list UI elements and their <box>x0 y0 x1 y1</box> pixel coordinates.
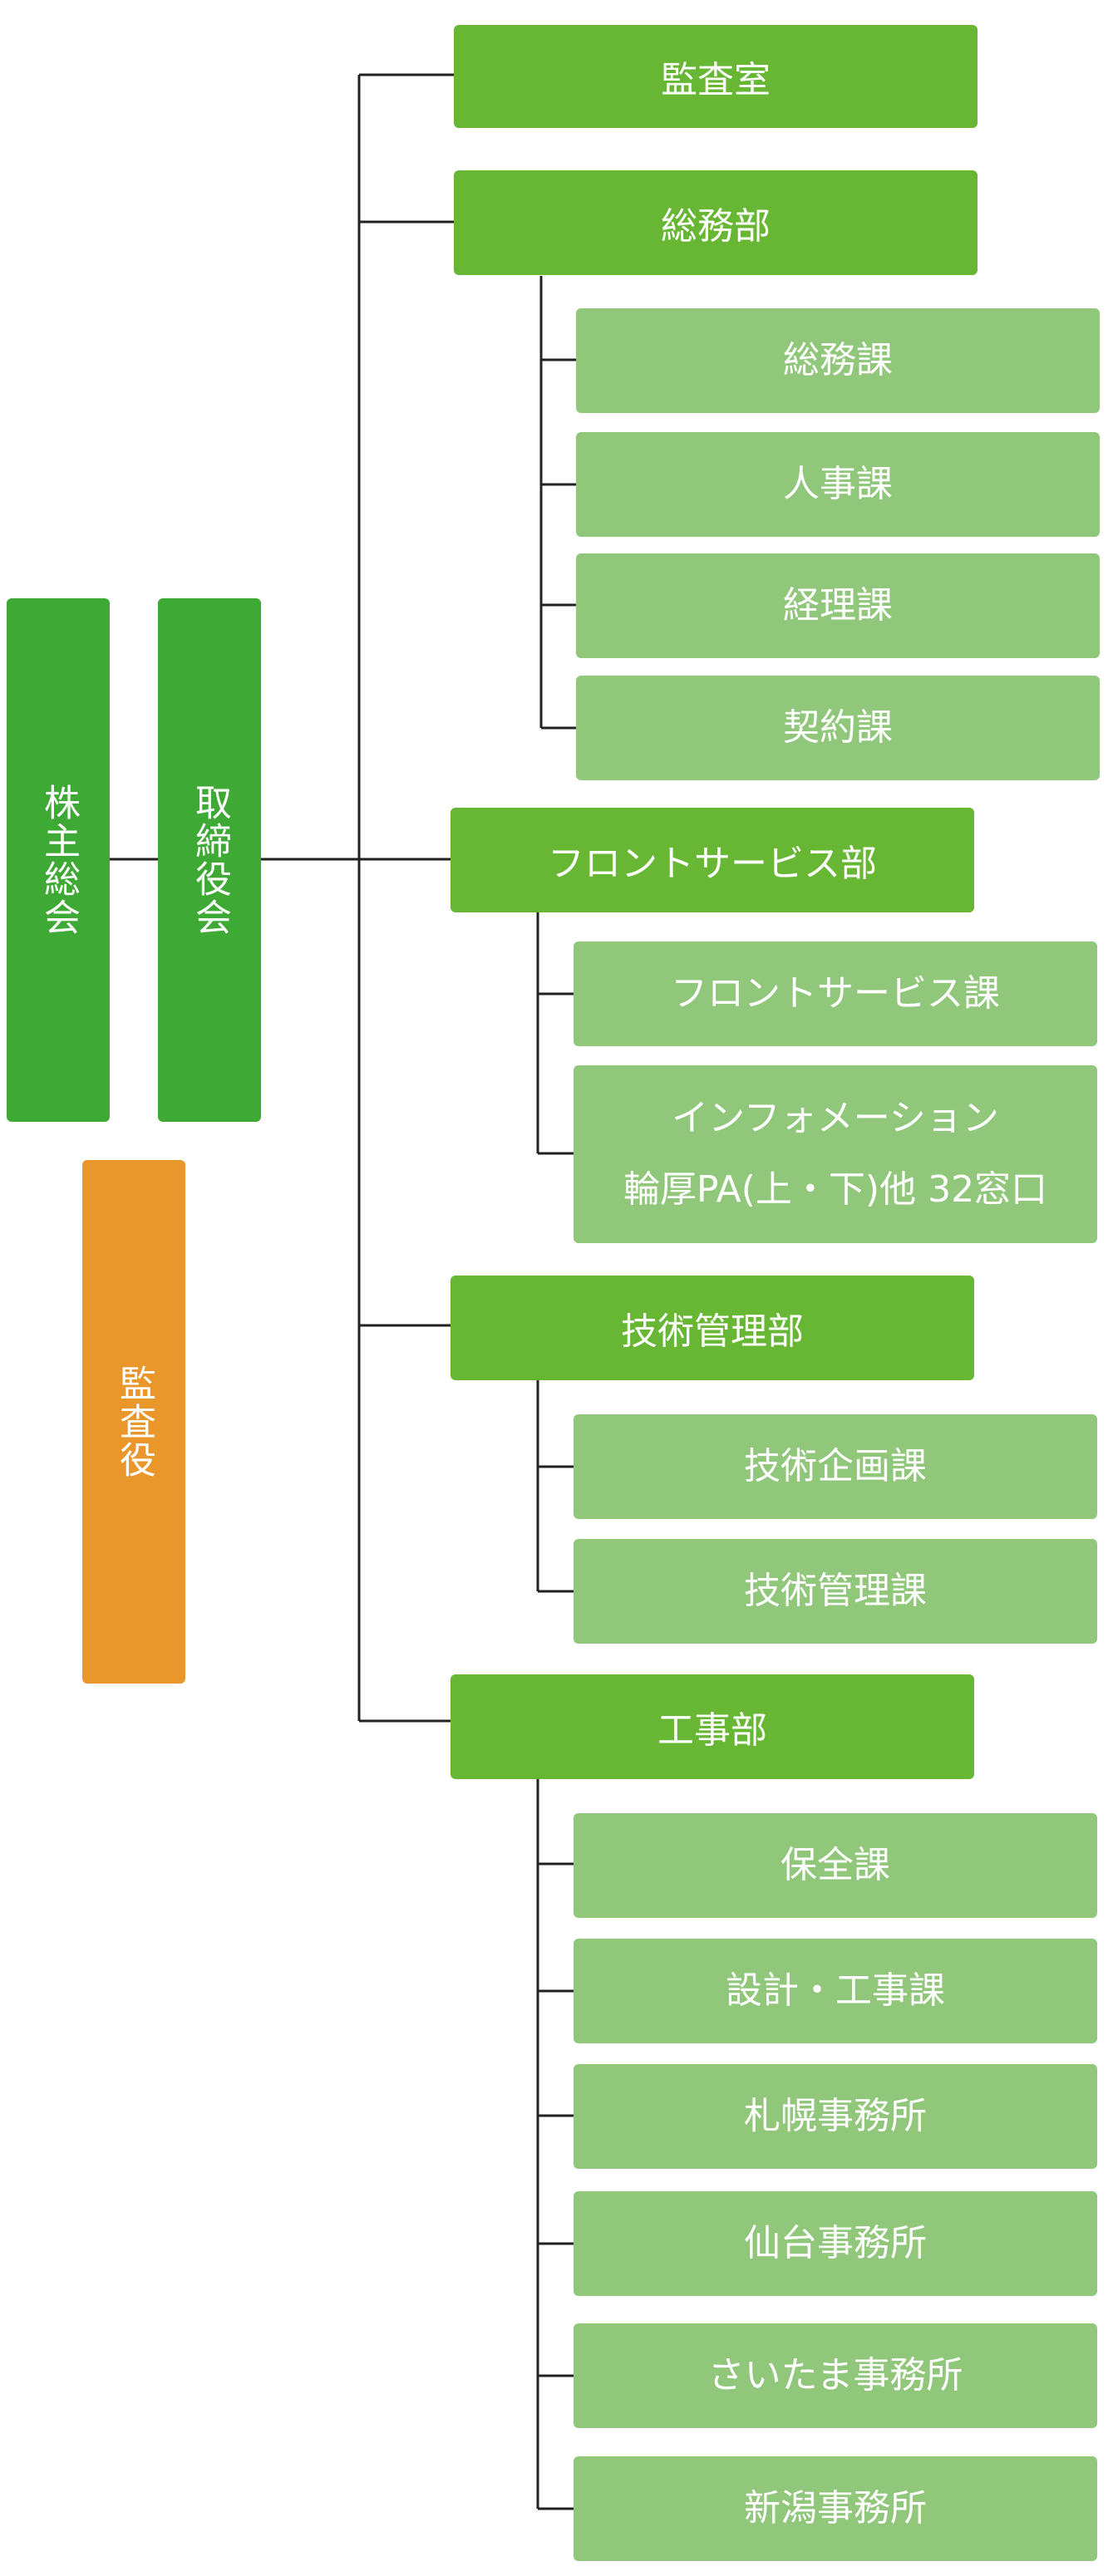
section-label: さいたま事務所 <box>707 2354 963 2397</box>
information-windows-label: 輪厚PA(上・下)他 32窓口 <box>623 1168 1048 1211</box>
section-box: 契約課 <box>576 676 1100 780</box>
shareholders-meeting-box: 株主総会 <box>7 598 110 1122</box>
section-label: 技術管理課 <box>744 1570 927 1612</box>
section-label: 新潟事務所 <box>744 2487 927 2529</box>
board-of-directors-box: 取締役会 <box>158 598 261 1122</box>
audit-office-box: 監査室 <box>454 25 978 128</box>
section-box: 保全課 <box>574 1813 1097 1918</box>
section-label: 経理課 <box>783 584 893 627</box>
section-label: 技術企画課 <box>744 1445 927 1487</box>
section-label: 設計・工事課 <box>726 1969 945 2012</box>
section-box: 仙台事務所 <box>574 2191 1097 2296</box>
information-section-box: インフォメーション 輪厚PA(上・下)他 32窓口 <box>574 1065 1097 1243</box>
section-label: 人事課 <box>783 463 893 505</box>
section-box: 新潟事務所 <box>574 2456 1097 2561</box>
section-label: 契約課 <box>783 706 893 749</box>
section-label: 札幌事務所 <box>744 2095 927 2137</box>
section-box: さいたま事務所 <box>574 2323 1097 2428</box>
general-affairs-dept-label: 総務部 <box>661 205 771 248</box>
audit-office-label: 監査室 <box>661 59 771 101</box>
section-label: 仙台事務所 <box>744 2222 927 2264</box>
construction-dept-label: 工事部 <box>657 1709 767 1752</box>
front-service-dept-box: フロントサービス部 <box>451 808 974 912</box>
general-affairs-dept-box: 総務部 <box>454 170 978 275</box>
section-box: 技術企画課 <box>574 1414 1097 1519</box>
information-label: インフォメーション <box>672 1097 999 1139</box>
construction-dept-box: 工事部 <box>451 1674 974 1779</box>
section-box: 札幌事務所 <box>574 2064 1097 2169</box>
tech-management-dept-box: 技術管理部 <box>451 1276 974 1380</box>
section-box: フロントサービス課 <box>574 941 1097 1046</box>
section-label: 総務課 <box>783 339 893 381</box>
section-box: 総務課 <box>576 308 1100 413</box>
auditor-box: 監査役 <box>82 1160 185 1684</box>
front-service-dept-label: フロントサービス部 <box>548 843 877 885</box>
section-box: 設計・工事課 <box>574 1939 1097 2043</box>
auditor-label: 監査役 <box>113 1364 155 1479</box>
section-label: フロントサービス課 <box>671 972 1000 1015</box>
section-box: 技術管理課 <box>574 1539 1097 1644</box>
shareholders-meeting-label: 株主総会 <box>37 784 80 937</box>
section-box: 人事課 <box>576 432 1100 537</box>
board-of-directors-label: 取締役会 <box>189 784 231 937</box>
section-box: 経理課 <box>576 553 1100 658</box>
section-label: 保全課 <box>781 1844 890 1886</box>
tech-management-dept-label: 技術管理部 <box>621 1310 804 1353</box>
